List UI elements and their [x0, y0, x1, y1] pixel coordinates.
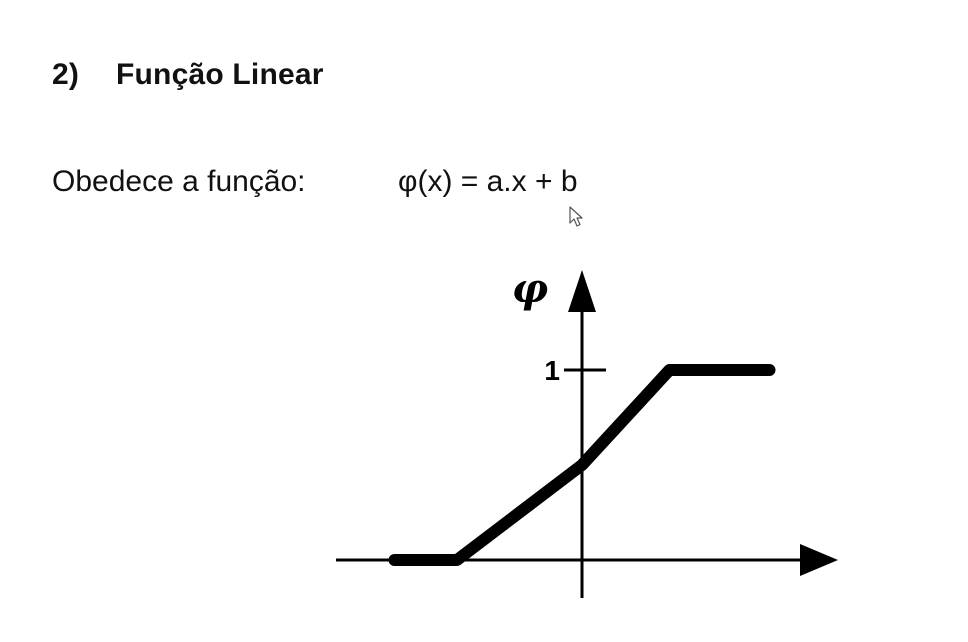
section-number: 2): [52, 58, 80, 91]
mouse-pointer-icon: [569, 206, 583, 227]
section-heading: 2) Função Linear: [52, 58, 324, 92]
y-axis-arrow: [568, 270, 596, 312]
section-title: Função Linear: [116, 58, 324, 91]
y-axis-label: φ: [512, 265, 548, 312]
function-line: [388, 364, 776, 566]
definition-label: Obedece a função:: [52, 165, 306, 198]
y-tick-label: 1: [544, 355, 560, 386]
linear-formula: φ(x) = a.x + b: [398, 165, 578, 198]
x-axis-arrow: [800, 544, 838, 576]
